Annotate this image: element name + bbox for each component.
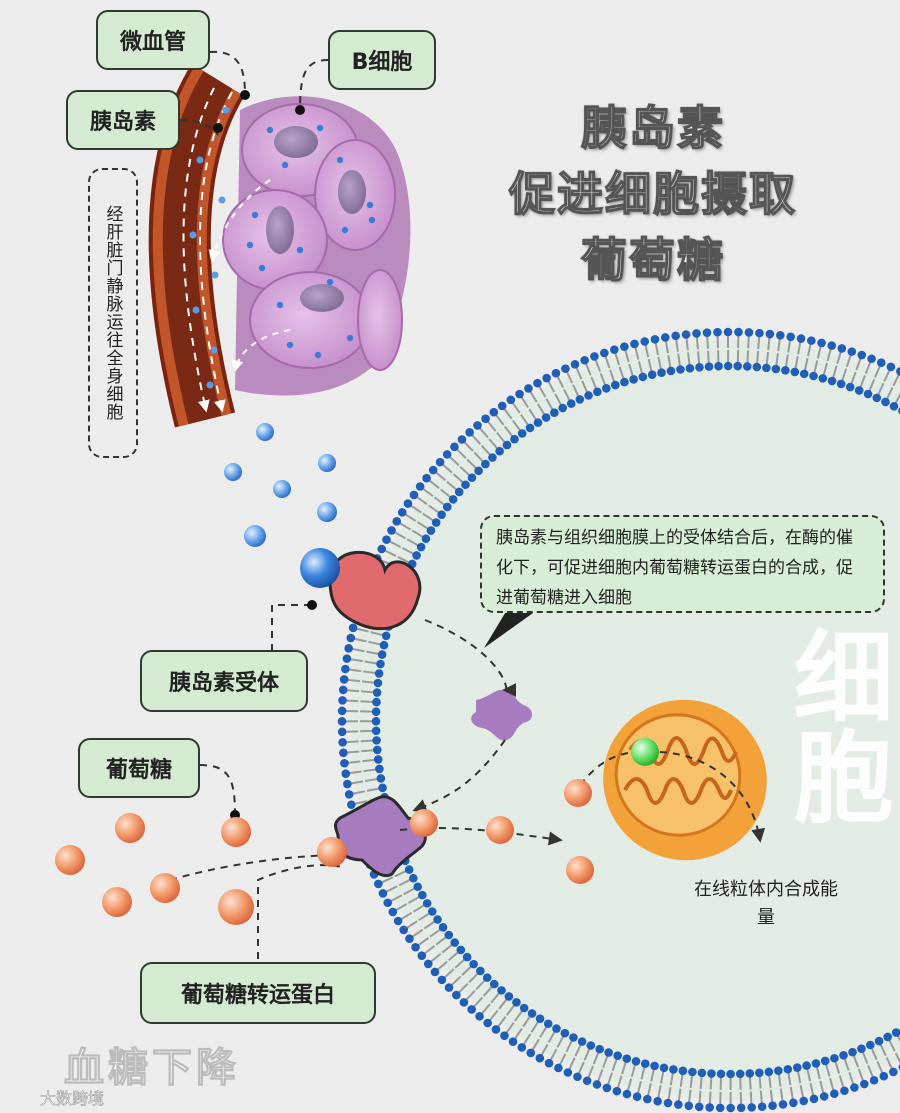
intracellular-transporter [471,689,532,741]
b-cell-insulin-granules [246,124,376,359]
label-portal-vein: 经肝脏门静脉运往全身细胞 [88,168,138,458]
bound-insulin [300,548,340,588]
title-line-2: 促进细胞摄取 [508,166,797,222]
connector-dots [213,90,317,820]
label-glucose-transporter: 葡萄糖转运蛋白 [140,962,376,1024]
label-mitochondria-note: 在线粒体内合成能量 [694,879,838,928]
label-cell: 细胞 [776,625,893,825]
energy-molecule [631,738,659,766]
cell-membrane [337,327,900,1113]
insulin-receptor-shape [328,550,422,631]
label-insulin: 胰岛素 [66,90,180,150]
title-line-3: 葡萄糖 [580,232,725,288]
free-insulin-molecules [224,423,337,547]
callout-insulin-action: 胰岛素与组织细胞膜上的受体结合后，在酶的催化下，可促进细胞内葡萄糖转运蛋白的合成… [480,515,885,613]
b-cell-cluster [222,96,411,396]
title-line-1: 胰岛素 [580,100,725,156]
label-insulin-receptor: 胰岛素受体 [140,650,308,712]
label-b-cell: B细胞 [328,30,436,90]
label-blood-sugar-down: 血糖下降 [64,1045,240,1092]
watermark: 大数跨境 [40,1089,105,1109]
vessel-insulin-dots [189,106,230,389]
callout-pointer [484,605,540,648]
capillary-vessel [148,63,291,428]
label-capillary: 微血管 [96,10,210,70]
glucose-molecules [55,779,594,925]
label-glucose: 葡萄糖 [78,738,200,798]
